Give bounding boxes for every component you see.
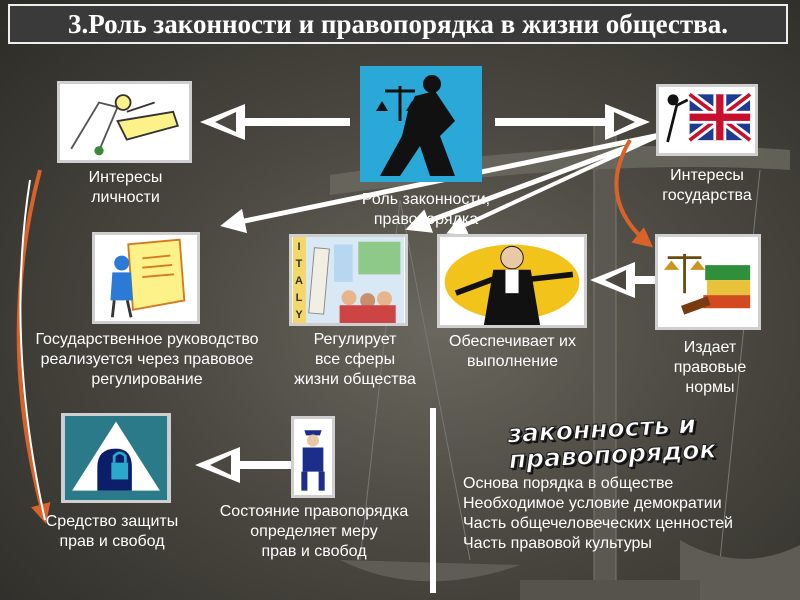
head-lock-icon [64, 416, 168, 500]
slide-title: 3.Роль законности и правопорядка в жизни… [8, 4, 788, 44]
list-item: Необходимое условие демократии [463, 495, 722, 512]
list-item: Часть правовой культуры [463, 535, 652, 552]
relaxing-person-icon [70, 94, 179, 156]
government-panel [92, 232, 200, 324]
arrow-role-to-state [495, 104, 650, 140]
protection-panel [61, 413, 171, 503]
issues-norms-panel [655, 234, 761, 330]
state-interests-panel [656, 84, 758, 156]
arrow-role-to-personal [200, 104, 350, 140]
personal-interests-panel [57, 81, 192, 163]
man-with-document-icon [110, 238, 186, 318]
italy-collage-icon [292, 237, 405, 323]
law-books-gavel-icon [658, 237, 758, 327]
arrow-police-to-protect [195, 447, 295, 483]
divider-line [430, 408, 436, 593]
arrow-issue-to-ensure [590, 262, 656, 298]
role-label: Роль законности,правопорядка [361, 191, 491, 228]
list-item: Основа порядка в обществе [463, 475, 674, 492]
legality-list: Основа порядка в обществе Необходимое ус… [463, 474, 798, 554]
ensures-panel [437, 234, 587, 328]
list-item: Часть общечеловеческих ценностей [463, 515, 733, 532]
uk-flag-icon [666, 90, 753, 144]
justice-figure-panel [360, 66, 482, 182]
judge-pointing-icon [441, 237, 583, 325]
police-panel [291, 416, 335, 498]
police-officer-icon [294, 421, 332, 493]
justice-figure-icon [360, 66, 482, 182]
